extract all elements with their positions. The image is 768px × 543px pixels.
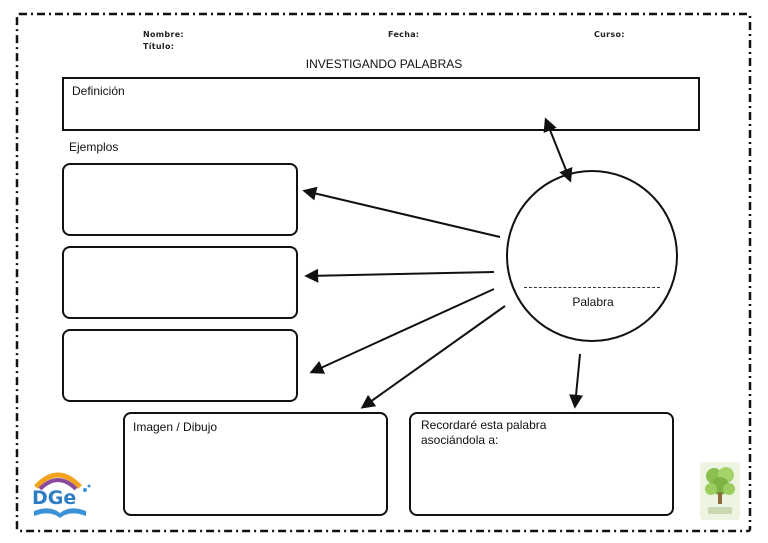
image-drawing-box[interactable]: Imagen / Dibujo <box>123 412 388 516</box>
course-label: Curso: <box>594 30 625 39</box>
worksheet-title: INVESTIGANDO PALABRAS <box>305 57 463 71</box>
word-circle[interactable] <box>506 170 678 342</box>
remember-box[interactable] <box>409 412 674 516</box>
examples-label: Ejemplos <box>69 140 119 154</box>
example-box-3[interactable] <box>62 329 298 402</box>
definition-label: Definición <box>72 84 125 98</box>
image-drawing-label: Imagen / Dibujo <box>133 420 218 434</box>
date-label: Fecha: <box>388 30 420 39</box>
dge-logo: DGe <box>32 472 91 518</box>
svg-text:DGe: DGe <box>32 487 76 509</box>
title-label: Título: <box>143 42 175 51</box>
remember-label: Recordaré esta palabra asociándola a: <box>421 418 547 447</box>
tree-logo <box>700 462 740 520</box>
name-label: Nombre: <box>143 30 184 39</box>
example-box-2[interactable] <box>62 246 298 319</box>
word-label: Palabra <box>572 295 614 309</box>
definition-box[interactable]: Definición <box>62 77 700 131</box>
word-writing-line <box>524 287 660 288</box>
example-box-1[interactable] <box>62 163 298 236</box>
